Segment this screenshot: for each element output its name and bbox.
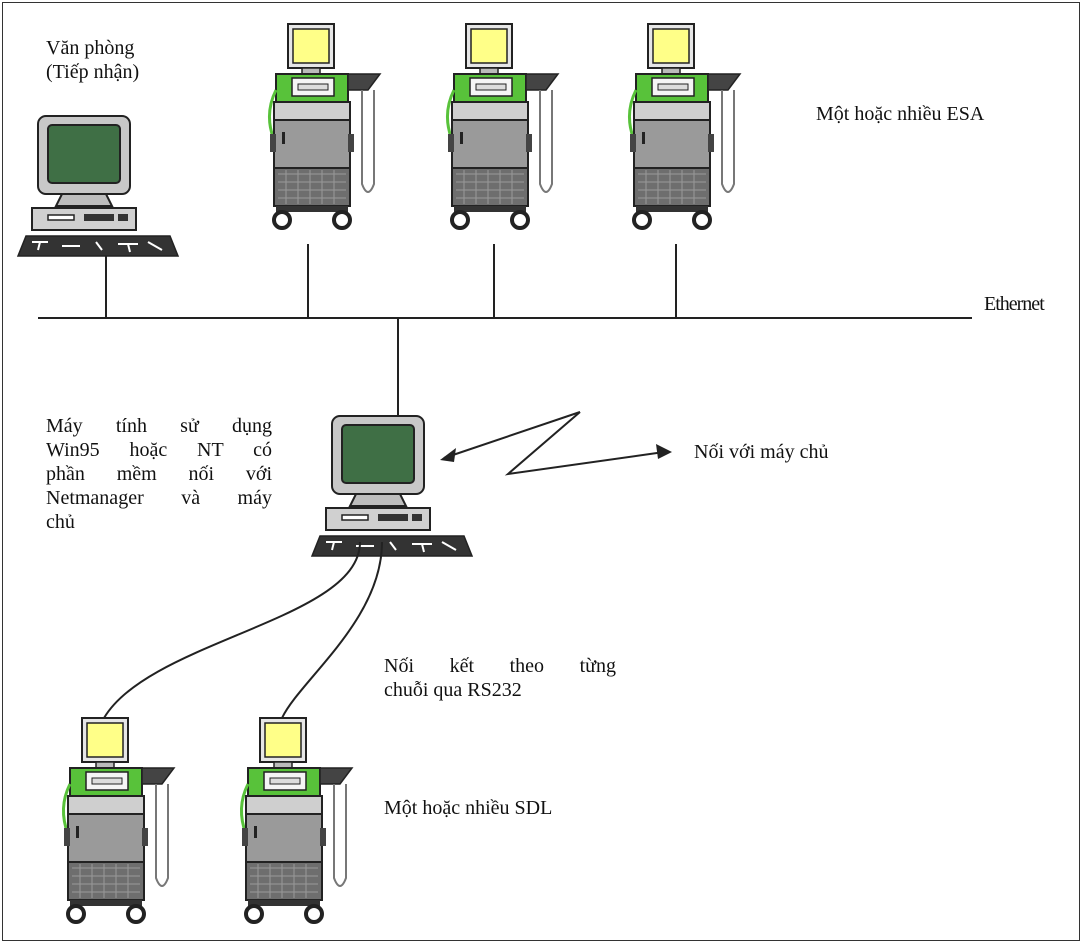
esa-label: Một hoặc nhiều ESA — [816, 103, 985, 125]
gateway-pc-icon — [311, 415, 473, 557]
esa-cart-icon — [445, 22, 560, 230]
gateway-pc-label-line2: Win95 hoặc NT có — [46, 439, 272, 461]
serial-cable-1 — [103, 541, 361, 719]
gateway-pc-label: Máy tính sử dụng Win95 hoặc NT có phần m… — [46, 414, 272, 534]
office-pc-icon — [17, 115, 179, 257]
serial-cable-2 — [281, 541, 383, 719]
office-label-line2: (Tiếp nhận) — [46, 61, 140, 83]
esa-cart-icon — [627, 22, 742, 230]
sdl-cart-icon — [239, 716, 354, 924]
serial-label-line2: chuỗi qua RS232 — [384, 679, 522, 701]
gateway-pc-label-line5: chủ — [46, 511, 75, 533]
serial-label-line1: Nối kết theo từng — [384, 655, 616, 677]
gateway-pc-label-line3: phần mềm nối với — [46, 463, 272, 485]
sdl-cart-icon — [61, 716, 176, 924]
gateway-pc-label-line4: Netmanager và máy — [46, 487, 272, 509]
host-link-arrow — [440, 411, 672, 476]
sdl-label: Một hoặc nhiều SDL — [384, 797, 553, 819]
office-label: Văn phòng (Tiếp nhận) — [46, 36, 139, 84]
host-label: Nối với máy chủ — [694, 441, 829, 463]
esa-cart-icon — [267, 22, 382, 230]
serial-label: Nối kết theo từng chuỗi qua RS232 — [384, 654, 616, 702]
office-label-line1: Văn phòng — [46, 37, 135, 59]
gateway-pc-label-line1: Máy tính sử dụng — [46, 415, 272, 437]
ethernet-label: Ethernet — [984, 293, 1045, 315]
